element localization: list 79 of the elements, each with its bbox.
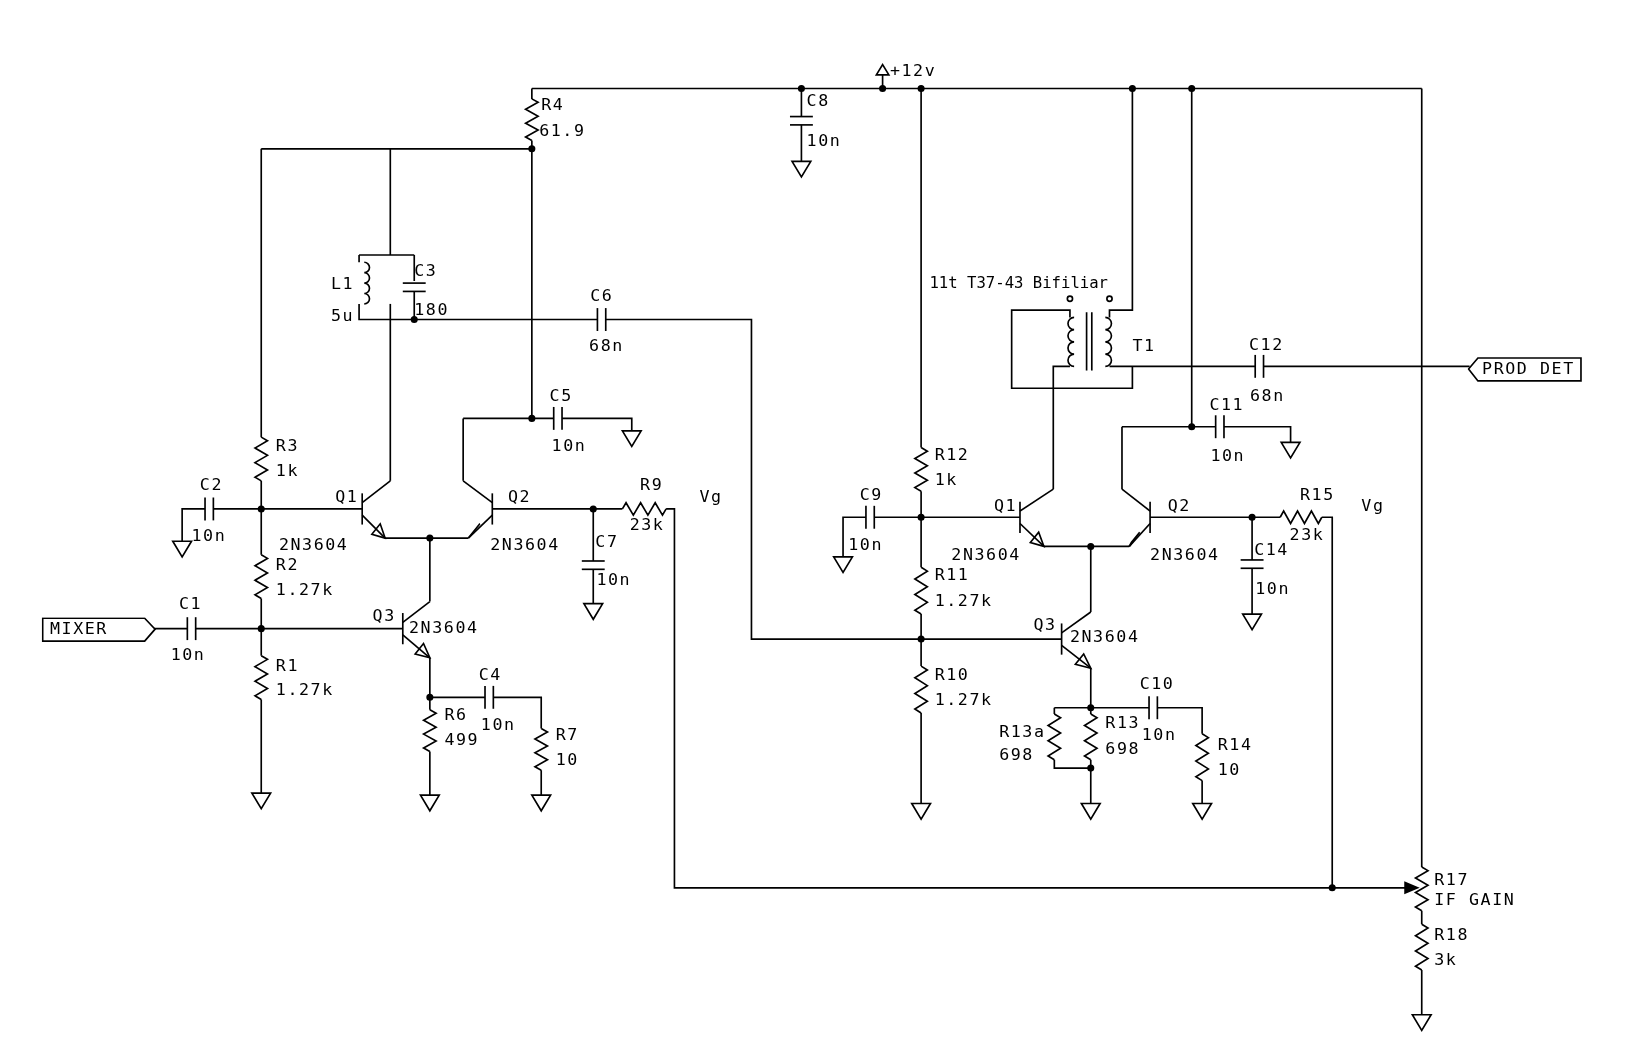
value-label: 61.9 <box>539 121 586 141</box>
value-label: 1k <box>934 470 958 490</box>
value-label: 10 <box>555 750 579 770</box>
part-designator: R7 <box>555 725 579 745</box>
part-designator: T1 <box>1132 336 1156 355</box>
value-label: 10n <box>806 131 842 150</box>
value-label: 1k <box>275 461 299 480</box>
part-designator: R11 <box>934 565 970 584</box>
part-designator: R15 <box>1299 485 1335 504</box>
value-label: 5u <box>330 306 355 325</box>
value-label: 10n <box>848 534 883 554</box>
part-designator: Q1 <box>993 496 1018 516</box>
value-label: 499 <box>444 730 480 750</box>
part-designator: R13 <box>1105 712 1141 732</box>
value-label: 10n <box>191 526 227 546</box>
part-designator: C14 <box>1254 540 1289 559</box>
value-label: 10n <box>480 715 516 734</box>
value-label: 10n <box>1210 446 1246 466</box>
part-designator: R4 <box>541 95 565 115</box>
value-label: 1.27k <box>275 680 334 700</box>
value-label: 1.27k <box>934 690 993 709</box>
part-designator: Q2 <box>507 487 532 506</box>
part-designator: R12 <box>934 445 970 465</box>
part-designator: R2 <box>275 555 299 575</box>
part-designator: R6 <box>444 705 468 725</box>
function-label: IF GAIN <box>1434 890 1516 910</box>
value-label: 68n <box>1250 386 1285 405</box>
net-label: +12v <box>889 61 937 81</box>
value-label: 10n <box>1255 579 1290 599</box>
net-label: Vg <box>699 487 723 506</box>
part-designator: C1 <box>179 594 203 614</box>
part-designator: Q3 <box>1033 615 1057 634</box>
part-number: 2N3604 <box>409 618 479 637</box>
input-port: MIXER <box>41 617 157 643</box>
part-designator: Q3 <box>372 606 396 626</box>
part-designator: C5 <box>549 386 573 405</box>
part-designator: L1 <box>330 274 355 294</box>
part-designator: R3 <box>275 436 299 455</box>
part-designator: R1 <box>275 656 299 676</box>
output-port: PROD DET <box>1467 357 1582 382</box>
part-designator: C11 <box>1209 395 1245 415</box>
winding-note: 11t T37-43 Bifiliar <box>929 273 1109 293</box>
part-designator: R10 <box>934 665 970 684</box>
value-label: 698 <box>1105 738 1141 758</box>
part-designator: C12 <box>1248 335 1284 354</box>
value-label: 1.27k <box>934 591 993 610</box>
part-number: 2N3604 <box>1150 545 1220 565</box>
part-designator: C10 <box>1139 674 1175 694</box>
value-label: 23k <box>629 515 665 534</box>
value-label: 180 <box>414 300 449 320</box>
part-designator: C8 <box>806 91 830 111</box>
net-label: Vg <box>1361 496 1385 516</box>
part-designator: R18 <box>1434 925 1469 944</box>
value-label: 10n <box>551 436 587 455</box>
part-designator: C4 <box>478 665 502 684</box>
part-number: 2N3604 <box>951 545 1021 565</box>
part-designator: R9 <box>640 475 664 495</box>
part-designator: Q2 <box>1167 496 1191 516</box>
part-designator: C3 <box>414 261 438 280</box>
value-label: 698 <box>999 745 1034 764</box>
value-label: 10n <box>170 645 206 665</box>
part-number: 2N3604 <box>1069 627 1140 647</box>
part-designator: R13a <box>999 722 1046 742</box>
part-designator: R14 <box>1217 735 1253 755</box>
value-label: 23k <box>1289 525 1325 545</box>
part-designator: C2 <box>199 475 223 495</box>
value-label: 10n <box>596 570 632 590</box>
part-designator: C9 <box>859 485 883 504</box>
part-designator: C7 <box>595 532 619 552</box>
part-number: 2N3604 <box>278 534 349 554</box>
value-label: 68n <box>589 336 624 355</box>
part-number: 2N3604 <box>490 534 560 554</box>
part-designator: R17 <box>1434 870 1469 889</box>
value-label: 3k <box>1434 950 1458 969</box>
part-designator: Q1 <box>335 487 359 506</box>
value-label: 1.27k <box>275 580 334 600</box>
value-label: 10 <box>1217 760 1241 780</box>
value-label: 10n <box>1141 725 1177 745</box>
part-designator: C6 <box>590 286 614 305</box>
